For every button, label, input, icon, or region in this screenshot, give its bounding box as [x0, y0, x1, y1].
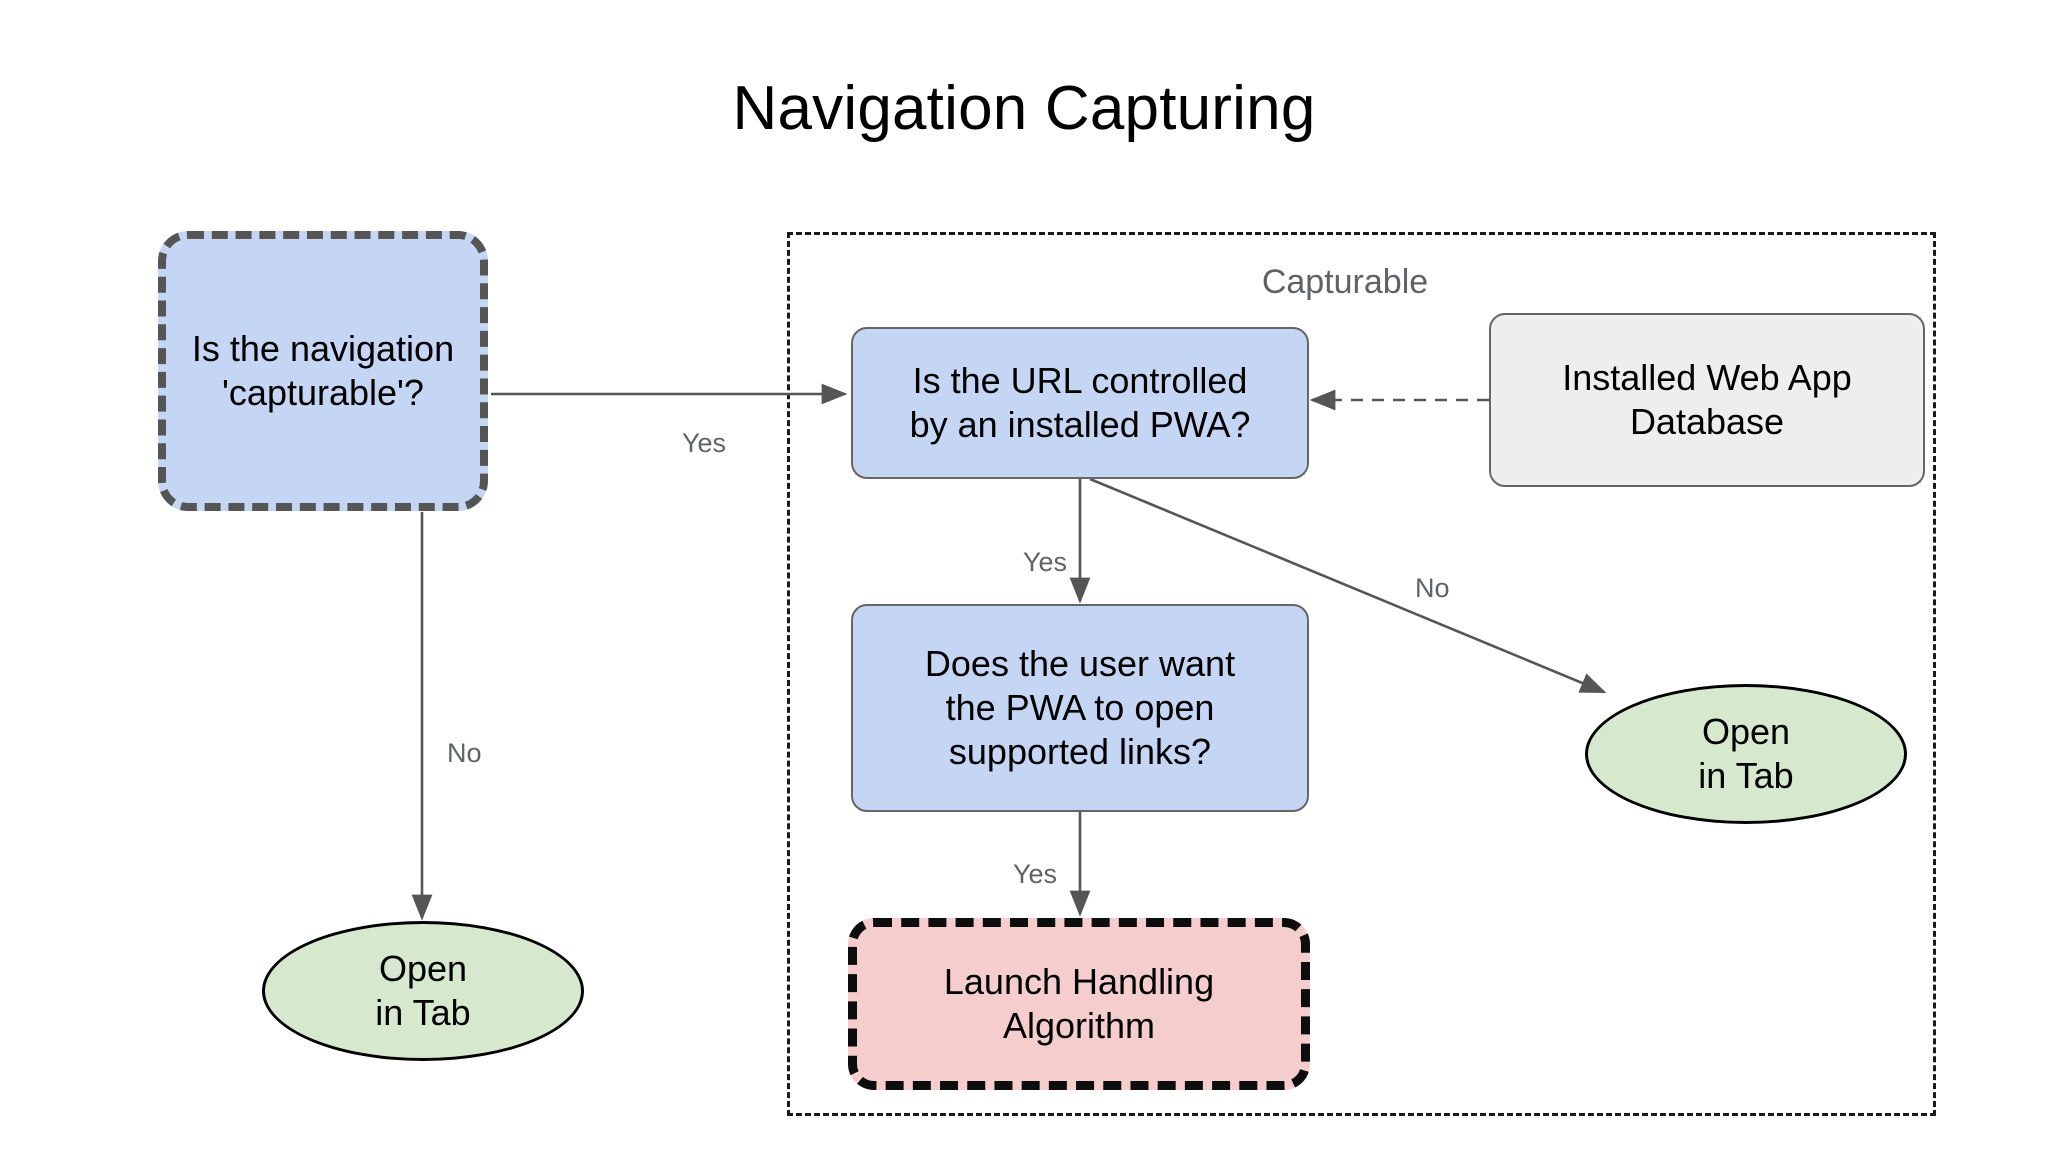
capturable-group-container: [787, 232, 1936, 1116]
node-label: Launch Handling Algorithm: [943, 961, 1215, 1046]
node-label: Is the navigation 'capturable'?: [191, 328, 455, 413]
page-title: Navigation Capturing: [732, 74, 1316, 143]
edge-url-controlled-no: [1089, 477, 1607, 694]
node-label: Is the URL controlled by an installed PW…: [909, 360, 1251, 445]
node-installed-web-app-database[interactable]: Installed Web App Database: [1489, 313, 1925, 487]
node-label: Does the user want the PWA to open suppo…: [924, 643, 1236, 772]
capturable-group-label: Capturable: [1261, 263, 1429, 301]
node-does-user-want-pwa[interactable]: Does the user want the PWA to open suppo…: [851, 604, 1309, 812]
edge-label-url-controlled-no: No: [1415, 573, 1450, 603]
edge-label-capturable-yes: Yes: [682, 428, 727, 458]
node-label: Open in Tab: [375, 948, 471, 1033]
edge-label-user-want-yes: Yes: [1013, 859, 1058, 889]
edge-label-capturable-no: No: [447, 738, 482, 768]
node-open-in-tab-right[interactable]: Open in Tab: [1585, 684, 1907, 824]
node-launch-handling-algorithm[interactable]: Launch Handling Algorithm: [848, 918, 1310, 1090]
node-label: Open in Tab: [1698, 711, 1794, 796]
node-label: Installed Web App Database: [1562, 357, 1852, 442]
node-open-in-tab-left[interactable]: Open in Tab: [262, 921, 584, 1061]
edge-label-url-controlled-yes: Yes: [1023, 547, 1068, 577]
node-is-navigation-capturable[interactable]: Is the navigation 'capturable'?: [158, 231, 488, 511]
node-is-url-controlled[interactable]: Is the URL controlled by an installed PW…: [851, 327, 1309, 479]
